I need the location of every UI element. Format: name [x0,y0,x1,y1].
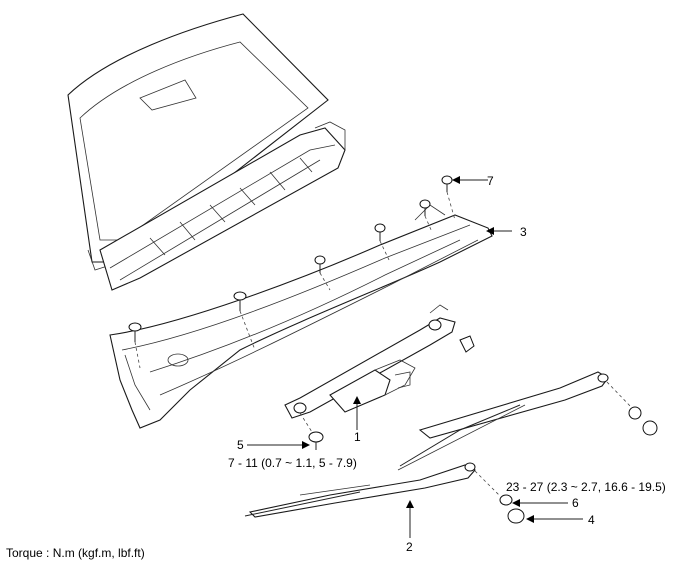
cap-lower [507,508,525,524]
torque-units-legend: Torque : N.m (kgf.m, lbf.ft) [6,546,145,560]
callout-4: 4 [588,513,595,527]
wiper-arm-passenger [397,371,609,471]
callout-5: 5 [237,438,244,452]
nut-lower [499,494,513,506]
screw-a [128,322,142,342]
leader-lines [247,176,583,538]
torque-arm-nut: 23 - 27 (2.3 ~ 2.7, 16.6 - 19.5) [506,480,666,494]
screw-d [374,223,386,241]
wiper-motor-linkage [284,304,475,450]
wiper-arm-driver [244,462,476,518]
arm-caps-nuts [474,381,658,524]
screw-e [419,199,431,216]
callout-2: 2 [406,540,413,554]
callout-6: 6 [572,496,579,510]
cap-upper [628,406,658,436]
screw-b [233,291,247,311]
callout-3: 3 [520,225,527,239]
callout-1: 1 [354,430,361,444]
screw-c [314,255,326,273]
cowl-frame [99,121,346,291]
motor-bolt [308,431,324,450]
cowl-top-cover [109,204,493,429]
callout-7: 7 [487,174,494,188]
torque-motor-bolt: 7 - 11 (0.7 ~ 1.1, 5 - 7.9) [228,456,357,470]
cover-screws [128,175,456,369]
screw-f [441,175,453,192]
